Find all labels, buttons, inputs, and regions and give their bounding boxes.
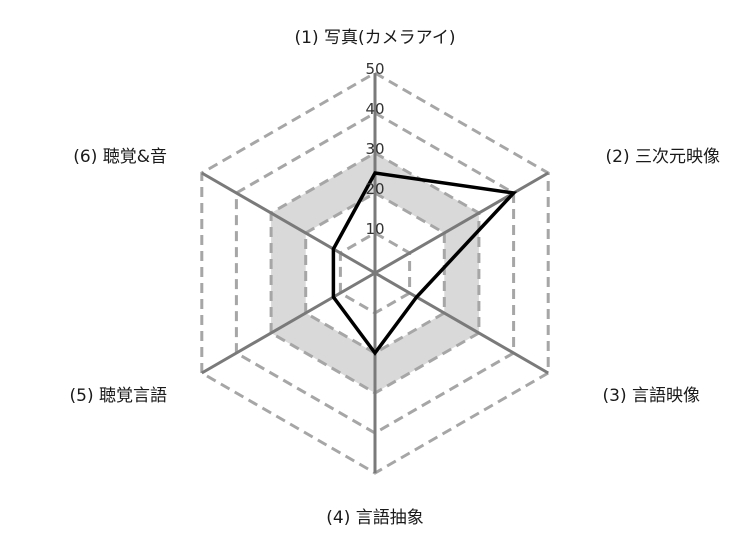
axis-spoke-3 bbox=[374, 271, 549, 375]
data-series bbox=[331, 171, 518, 356]
axis-spoke-5 bbox=[201, 271, 376, 375]
axis-label-3: (3) 言語映像 bbox=[603, 386, 700, 406]
axis-spokes bbox=[201, 73, 549, 473]
data-point-1 bbox=[373, 171, 377, 175]
radial-tick-labels: 10 20 30 40 50 bbox=[365, 60, 384, 238]
axis-spoke-6 bbox=[201, 171, 376, 275]
axis-label-5: (5) 聴覚言語 bbox=[70, 386, 167, 406]
axis-labels: (1) 写真(カメラアイ) (2) 三次元映像 (3) 言語映像 (4) 言語抽象 (5… bbox=[70, 28, 720, 528]
data-point-6 bbox=[331, 247, 335, 251]
tick-label-40: 40 bbox=[365, 100, 384, 118]
axis-label-1: (1) 写真(カメラアイ) bbox=[295, 28, 456, 48]
data-point-3 bbox=[415, 295, 419, 299]
data-point-4 bbox=[373, 351, 377, 355]
axis-label-2: (2) 三次元映像 bbox=[606, 147, 720, 167]
shaded-band bbox=[271, 153, 479, 393]
axis-spoke-2 bbox=[374, 171, 549, 275]
axis-label-6: (6) 聴覚&音 bbox=[73, 147, 167, 167]
tick-label-30: 30 bbox=[365, 140, 384, 158]
axis-label-4: (4) 言語抽象 bbox=[326, 508, 423, 528]
tick-label-20: 20 bbox=[365, 180, 384, 198]
tick-label-10: 10 bbox=[365, 220, 384, 238]
data-point-2 bbox=[512, 191, 516, 195]
band-20-30 bbox=[271, 153, 479, 393]
tick-label-50: 50 bbox=[365, 60, 384, 78]
data-point-5 bbox=[331, 295, 335, 299]
